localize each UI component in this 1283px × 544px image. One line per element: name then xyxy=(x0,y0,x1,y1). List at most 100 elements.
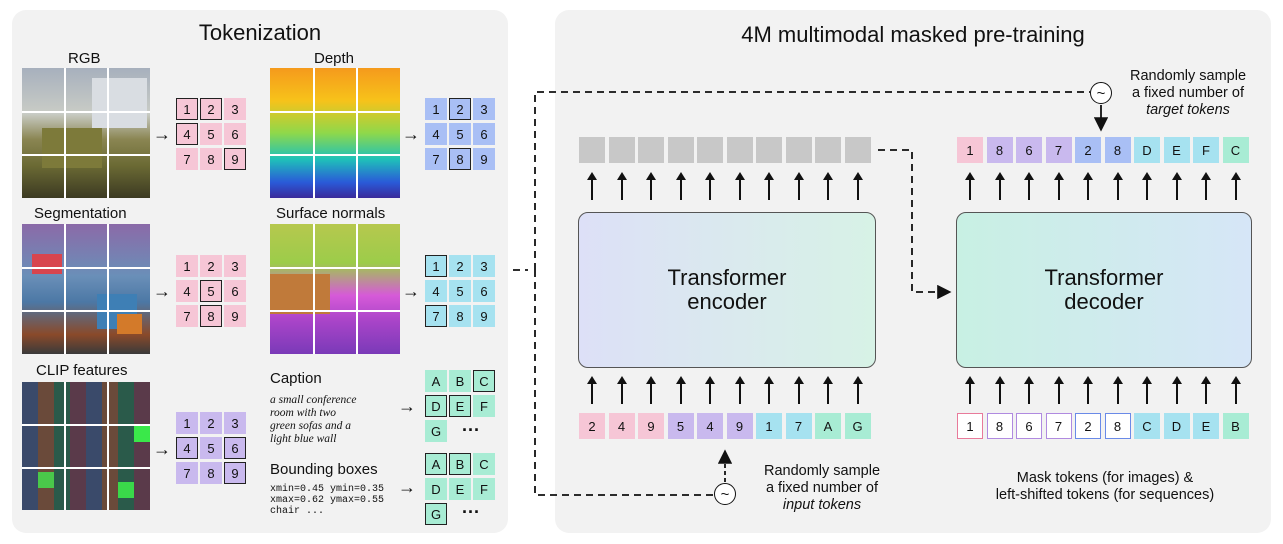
rgb-to-tokens-arrow: → xyxy=(153,124,171,144)
bbox-to-tokens-arrow: → xyxy=(398,477,416,497)
decoder-line1: Transformer xyxy=(1044,265,1164,290)
sample-input-line1: Randomly sample xyxy=(763,463,881,479)
mask-tokens-note: Mask tokens (for images) & left-shifted … xyxy=(960,470,1250,504)
token: G xyxy=(425,420,447,442)
up-arrow xyxy=(675,172,686,200)
up-arrow xyxy=(646,376,656,404)
token: 3 xyxy=(473,255,495,277)
tokenization-title: Tokenization xyxy=(198,20,322,45)
token: 5 xyxy=(200,123,222,145)
normals-image xyxy=(270,224,400,354)
token: 6 xyxy=(224,123,246,145)
token: 2 xyxy=(200,98,222,120)
up-arrow xyxy=(705,172,715,200)
token: 1 xyxy=(176,98,198,120)
up-arrow xyxy=(705,376,715,404)
token: 2 xyxy=(200,412,222,434)
decoder-input-token: B xyxy=(1222,413,1249,439)
token: G xyxy=(425,503,447,525)
input-token: 7 xyxy=(785,413,812,439)
token: 6 xyxy=(473,280,495,302)
up-arrow xyxy=(764,172,774,200)
pretraining-title: 4M multimodal masked pre-training xyxy=(741,22,1085,47)
masked-output-token xyxy=(579,137,605,163)
token: 8 xyxy=(449,148,471,170)
up-arrow xyxy=(1230,172,1241,200)
up-arrow xyxy=(994,172,1005,200)
up-arrow xyxy=(965,376,975,404)
token: 1 xyxy=(425,98,447,120)
sample-input-note: Randomly sample a fixed number of input … xyxy=(742,463,902,514)
bbox-text-1: xmin=0.45 ymin=0.35 xyxy=(270,484,385,495)
target-token: 7 xyxy=(1045,137,1072,163)
decoder-input-token: 6 xyxy=(1016,413,1042,439)
token: 4 xyxy=(425,123,447,145)
up-arrow xyxy=(1142,172,1152,200)
token: B xyxy=(449,453,471,475)
token: 9 xyxy=(473,148,495,170)
up-arrow xyxy=(793,376,804,404)
input-token: 4 xyxy=(697,413,723,439)
token: 8 xyxy=(200,305,222,327)
target-token: 2 xyxy=(1075,137,1101,163)
target-token: 8 xyxy=(1104,137,1131,163)
sample-target-icon: ~ xyxy=(1090,82,1112,104)
up-arrow xyxy=(852,172,863,200)
token: A xyxy=(425,370,447,392)
up-arrow xyxy=(1083,376,1093,404)
sample-input-line2: a fixed number of xyxy=(765,480,879,496)
token: 7 xyxy=(176,148,198,170)
input-token: 9 xyxy=(638,413,664,439)
decoder-input-token: D xyxy=(1163,413,1190,439)
token: B xyxy=(449,370,471,392)
clip-label: CLIP features xyxy=(36,362,128,379)
bbox-text-2: xmax=0.62 ymax=0.55 xyxy=(270,495,385,506)
up-arrow xyxy=(1024,172,1034,200)
bbox-text-3: chair ... xyxy=(270,506,325,517)
masked-output-token xyxy=(815,137,841,163)
depth-label: Depth xyxy=(314,50,355,67)
mask-note-line1: Mask tokens (for images) & xyxy=(1016,470,1194,486)
up-arrow xyxy=(1112,172,1123,200)
segmentation-label: Segmentation xyxy=(34,205,127,222)
up-arrow xyxy=(1201,376,1211,404)
sample-target-line1: Randomly sample xyxy=(1129,68,1247,84)
up-arrow xyxy=(1053,172,1064,200)
input-token: 2 xyxy=(579,413,605,439)
up-arrow xyxy=(1142,376,1152,404)
decoder-input-token: 7 xyxy=(1045,413,1072,439)
depth-to-tokens-arrow: → xyxy=(402,124,420,144)
sample-target-note: Randomly sample a fixed number of target… xyxy=(1108,68,1268,119)
bbox-label: Bounding boxes xyxy=(270,461,378,478)
token: 9 xyxy=(224,462,246,484)
token: 8 xyxy=(200,462,222,484)
token: 3 xyxy=(224,255,246,277)
masked-output-token xyxy=(697,137,723,163)
token: E xyxy=(449,395,471,417)
token: 3 xyxy=(224,98,246,120)
token: 9 xyxy=(224,148,246,170)
up-arrow xyxy=(734,376,745,404)
up-arrow xyxy=(646,172,656,200)
token: 3 xyxy=(224,412,246,434)
token: D xyxy=(425,395,447,417)
target-token: D xyxy=(1134,137,1160,163)
up-arrow xyxy=(1112,376,1123,404)
dashed-link-bottom xyxy=(534,270,714,496)
up-arrow xyxy=(587,376,597,404)
token: 4 xyxy=(176,123,198,145)
up-arrow xyxy=(587,172,597,200)
decoder-input-token: 2 xyxy=(1075,413,1101,439)
token: 5 xyxy=(449,123,471,145)
token: F xyxy=(473,395,495,417)
up-arrow xyxy=(823,172,833,200)
up-arrow xyxy=(852,376,863,404)
caption-text-1: a small conference xyxy=(270,394,357,406)
token: 7 xyxy=(425,305,447,327)
normals-to-tokens-arrow: → xyxy=(402,281,420,301)
rgb-image xyxy=(22,68,150,198)
masked-output-token xyxy=(844,137,871,163)
token: 6 xyxy=(224,437,246,459)
dashed-link-enc-dec xyxy=(878,149,952,300)
